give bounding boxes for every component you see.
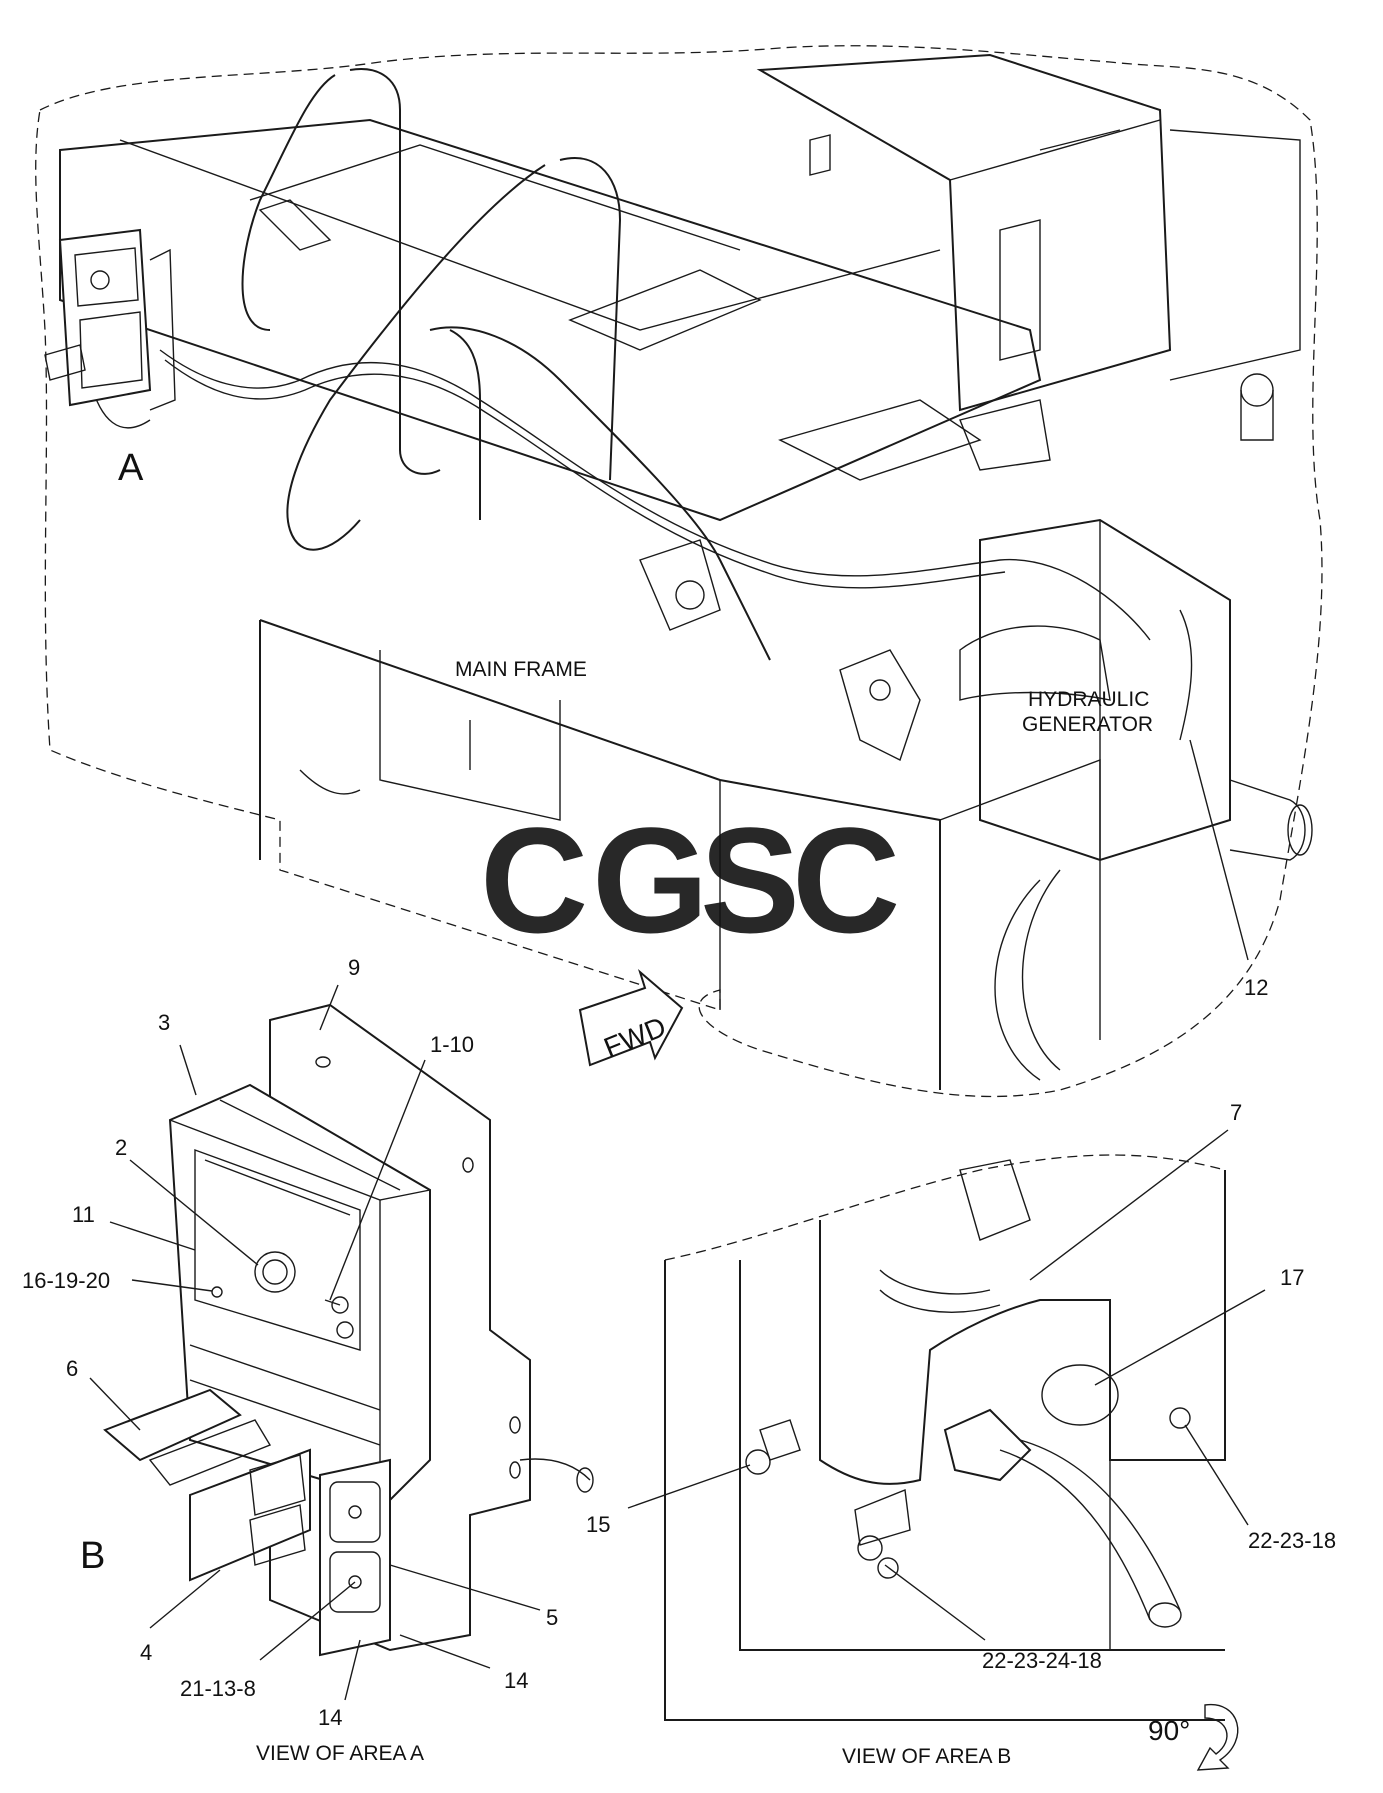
view-area-a bbox=[103, 1003, 594, 1657]
callout-9: 9 bbox=[348, 955, 360, 980]
callout-17: 17 bbox=[1280, 1265, 1304, 1290]
callout-11: 11 bbox=[72, 1202, 95, 1227]
watermark-letter-s: S bbox=[700, 796, 800, 964]
callout-21-13-8: 21-13-8 bbox=[180, 1676, 256, 1701]
rotation-indicator: 90° bbox=[1148, 1704, 1239, 1771]
area-b-callouts: 7 17 15 22-23-18 22-23-24-18 bbox=[586, 1100, 1336, 1673]
view-of-area-a-label: VIEW OF AREA A bbox=[256, 1742, 424, 1765]
callout-16-19-20: 16-19-20 bbox=[22, 1268, 110, 1293]
hydraulic-label: HYDRAULIC bbox=[1028, 688, 1149, 711]
rotation-label: 90° bbox=[1148, 1715, 1190, 1746]
main-frame-label: MAIN FRAME bbox=[455, 658, 587, 681]
callout-1-10: 1-10 bbox=[430, 1032, 474, 1057]
view-of-area-b-label: VIEW OF AREA B bbox=[842, 1745, 1011, 1768]
callout-4: 4 bbox=[140, 1640, 152, 1665]
callout-14-right: 14 bbox=[504, 1668, 528, 1693]
callout-12: 12 bbox=[1244, 975, 1268, 1000]
fwd-arrow: FWD bbox=[578, 968, 684, 1067]
area-a-callouts: 9 3 1-10 2 11 16-19-20 6 4 21-13-8 14 14… bbox=[22, 955, 558, 1730]
cgsc-watermark: C G S C bbox=[480, 796, 900, 964]
callout-22-23-24-18: 22-23-24-18 bbox=[982, 1648, 1102, 1673]
rotate-arrow-icon bbox=[1196, 1704, 1239, 1771]
callout-3: 3 bbox=[158, 1010, 170, 1035]
watermark-letter-g: G bbox=[592, 796, 709, 964]
area-a-marker: A bbox=[118, 447, 144, 489]
callout-6: 6 bbox=[66, 1356, 78, 1381]
callout-7: 7 bbox=[1230, 1100, 1242, 1125]
watermark-letter-c2: C bbox=[792, 796, 900, 964]
callout-leader-12 bbox=[1189, 739, 1249, 961]
generator-label: GENERATOR bbox=[1022, 713, 1153, 736]
callout-5: 5 bbox=[546, 1605, 558, 1630]
callout-15: 15 bbox=[586, 1512, 610, 1537]
area-b-marker: B bbox=[80, 1535, 105, 1577]
main-view bbox=[35, 45, 1323, 1098]
view-area-b bbox=[664, 1154, 1226, 1721]
callout-2: 2 bbox=[115, 1135, 127, 1160]
watermark-letter-c1: C bbox=[480, 796, 588, 964]
callout-14-left: 14 bbox=[318, 1705, 342, 1730]
callout-22-23-18: 22-23-18 bbox=[1248, 1528, 1336, 1553]
